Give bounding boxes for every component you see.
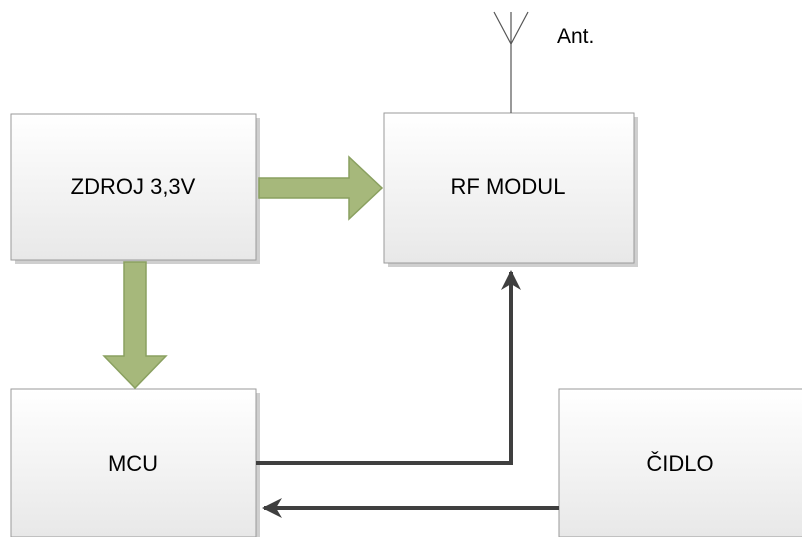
power-arrow-to-mcu: [102, 261, 168, 390]
mcu-block: MCU: [10, 388, 260, 537]
rf-module-label: RF MODUL: [451, 174, 566, 199]
power-supply-block: ZDROJ 3,3V: [10, 113, 260, 264]
signal-mcu-to-rf: [256, 270, 521, 465]
power-supply-label: ZDROJ 3,3V: [71, 174, 196, 199]
antenna-label: Ant.: [557, 25, 594, 48]
sensor-label: ČIDLO: [646, 451, 713, 476]
mcu-label: MCU: [108, 451, 158, 476]
antenna-icon: [493, 11, 529, 113]
power-arrow-to-rf: [258, 155, 384, 221]
sensor-block: ČIDLO: [558, 388, 802, 537]
rf-module-block: RF MODUL: [383, 112, 638, 267]
